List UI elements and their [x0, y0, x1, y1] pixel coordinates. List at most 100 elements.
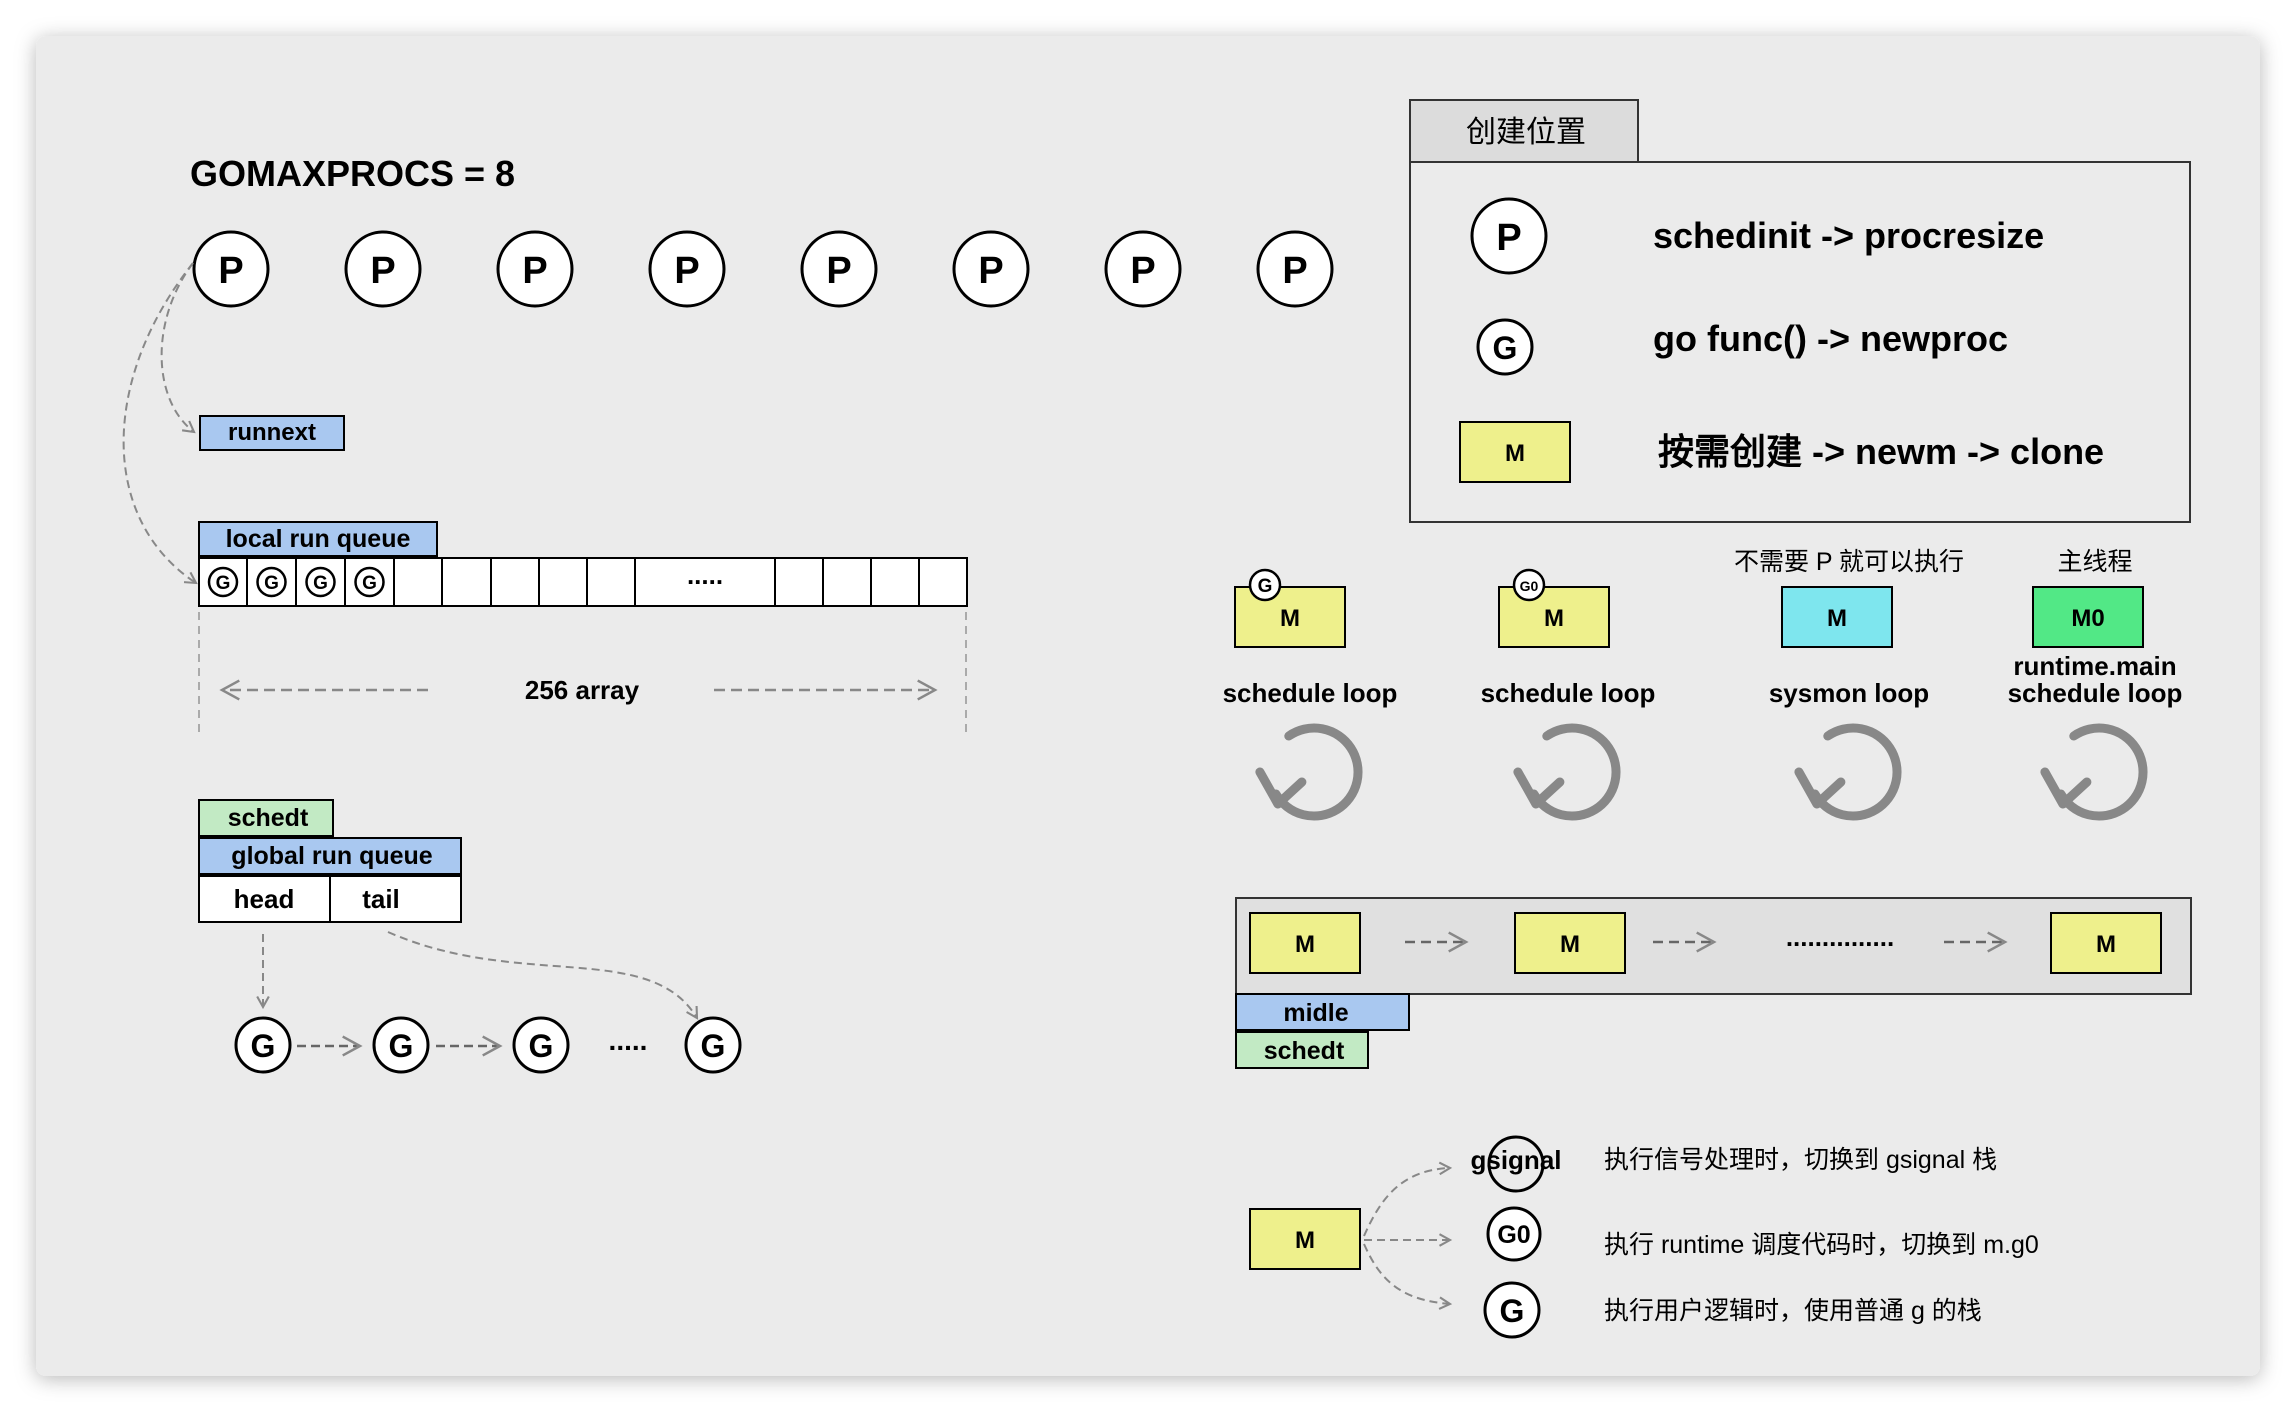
queue-slot	[634, 557, 776, 607]
p-node-label: P	[370, 250, 395, 292]
legend-m-text: 按需创建 -> newm -> clone	[1658, 431, 2104, 472]
idle-dots: ...............	[1786, 922, 1894, 952]
runnext-label: runnext	[228, 419, 316, 446]
tail-arrow	[387, 931, 699, 1020]
queue-slot	[393, 557, 443, 607]
schedule-loop-arrowhead	[2040, 767, 2092, 809]
p-node-6	[952, 230, 1030, 308]
legend-p-label: P	[1496, 217, 1521, 259]
g0-node	[1486, 1206, 1542, 1262]
schedt-label: schedt	[228, 804, 309, 832]
g0-label: G0	[1497, 1221, 1530, 1249]
schedule-loop-icon	[1810, 723, 1902, 821]
global-run-queue-label: global run queue	[231, 842, 432, 870]
queue-g-label: G	[216, 573, 231, 594]
p-node-3	[496, 230, 574, 308]
queue-g-node	[207, 566, 239, 598]
queue-g-node	[256, 566, 287, 598]
p-node-label: P	[826, 250, 851, 292]
global-g-node-3	[512, 1016, 570, 1074]
global-g-node-last	[684, 1016, 742, 1074]
thread-m-box	[2032, 586, 2144, 648]
schedule-loop-icon	[1529, 723, 1621, 821]
gsignal-desc: 执行信号处理时，切换到 gsignal 栈	[1604, 1146, 1997, 1174]
gsignal-label: gsignal	[1470, 1145, 1561, 1175]
queue-slot	[918, 557, 968, 607]
g-label: G	[1500, 1293, 1525, 1329]
idle-m-panel	[1235, 897, 2192, 995]
queue-slot	[822, 557, 872, 607]
thread-m-box	[1234, 586, 1346, 648]
idle-m-label: M	[2096, 931, 2116, 958]
idle-m-label: M	[1560, 931, 1580, 958]
legend-m-label: M	[1505, 440, 1525, 467]
global-g-label: G	[389, 1028, 414, 1064]
m-to-g-arrow	[1363, 1243, 1453, 1310]
p-node-label: P	[1282, 250, 1307, 292]
legend-g-node	[1476, 318, 1534, 376]
queue-slot	[870, 557, 920, 607]
p-node-label: P	[1130, 250, 1155, 292]
queue-slot	[538, 557, 588, 607]
queue-ellipsis: .....	[687, 560, 723, 590]
queue-g-node	[305, 566, 336, 598]
queue-g-label: G	[313, 573, 328, 594]
tail-label: tail	[362, 884, 400, 914]
thread-caption: schedule loop	[1481, 678, 1656, 708]
g-desc: 执行用户逻辑时，使用普通 g 的栈	[1604, 1297, 1982, 1325]
thread-caption: schedule loop	[2008, 678, 2183, 708]
p-node-5	[800, 230, 878, 308]
midle-label: midle	[1283, 999, 1348, 1027]
gsignal-node	[1487, 1135, 1545, 1193]
p-node-label: P	[674, 250, 699, 292]
local-run-queue-header	[198, 521, 438, 557]
legend-tab-label: 创建位置	[1466, 116, 1586, 149]
idle-m-label: M	[1295, 931, 1315, 958]
p-to-local-queue-arrow	[122, 262, 198, 585]
g0-desc: 执行 runtime 调度代码时，切换到 m.g0	[1604, 1231, 2039, 1259]
p-node-label: P	[218, 250, 243, 292]
legend-m-box	[1459, 421, 1571, 483]
p-node-2	[344, 230, 422, 308]
p-node-label: P	[522, 250, 547, 292]
local-run-queue-array: G G G G.....	[198, 557, 968, 607]
global-g-ellipsis: .....	[609, 1025, 648, 1056]
schedule-loop-icon	[1271, 723, 1363, 821]
thread-m-box	[1498, 586, 1610, 648]
queue-slot	[441, 557, 492, 607]
thread-caption: runtime.main	[2013, 651, 2176, 681]
p-node-7	[1104, 230, 1182, 308]
gomaxprocs-title: GOMAXPROCS = 8	[190, 153, 515, 194]
thread-note: 不需要 P 就可以执行	[1734, 548, 1964, 576]
local-run-queue-label: local run queue	[226, 525, 411, 553]
legend-p-node	[1470, 197, 1548, 275]
thread-m-label: M	[1827, 605, 1847, 632]
thread-m-label: M0	[2071, 605, 2104, 632]
schedule-loop-arrowhead	[1255, 767, 1307, 809]
queue-slot	[490, 557, 540, 607]
global-g-node-1	[234, 1016, 292, 1074]
schedt-box	[198, 799, 334, 837]
tail-cell	[329, 875, 462, 923]
stack-m-label: M	[1295, 1227, 1315, 1254]
idle-schedt-label: schedt	[1264, 1037, 1345, 1065]
p-node-label: P	[978, 250, 1003, 292]
queue-g-label: G	[264, 573, 279, 594]
queue-g-label: G	[362, 573, 377, 594]
global-g-node-2	[372, 1016, 430, 1074]
thread-badge	[1512, 568, 1546, 602]
global-g-label: G	[701, 1028, 726, 1064]
thread-m-label: M	[1280, 605, 1300, 632]
global-g-label: G	[529, 1028, 554, 1064]
idle-schedt-box	[1235, 1031, 1369, 1069]
p-node-8	[1256, 230, 1334, 308]
thread-caption: schedule loop	[1223, 678, 1398, 708]
legend-g-text: go func() -> newproc	[1653, 318, 2008, 359]
schedule-loop-icon	[2056, 723, 2148, 821]
head-label: head	[234, 884, 295, 914]
